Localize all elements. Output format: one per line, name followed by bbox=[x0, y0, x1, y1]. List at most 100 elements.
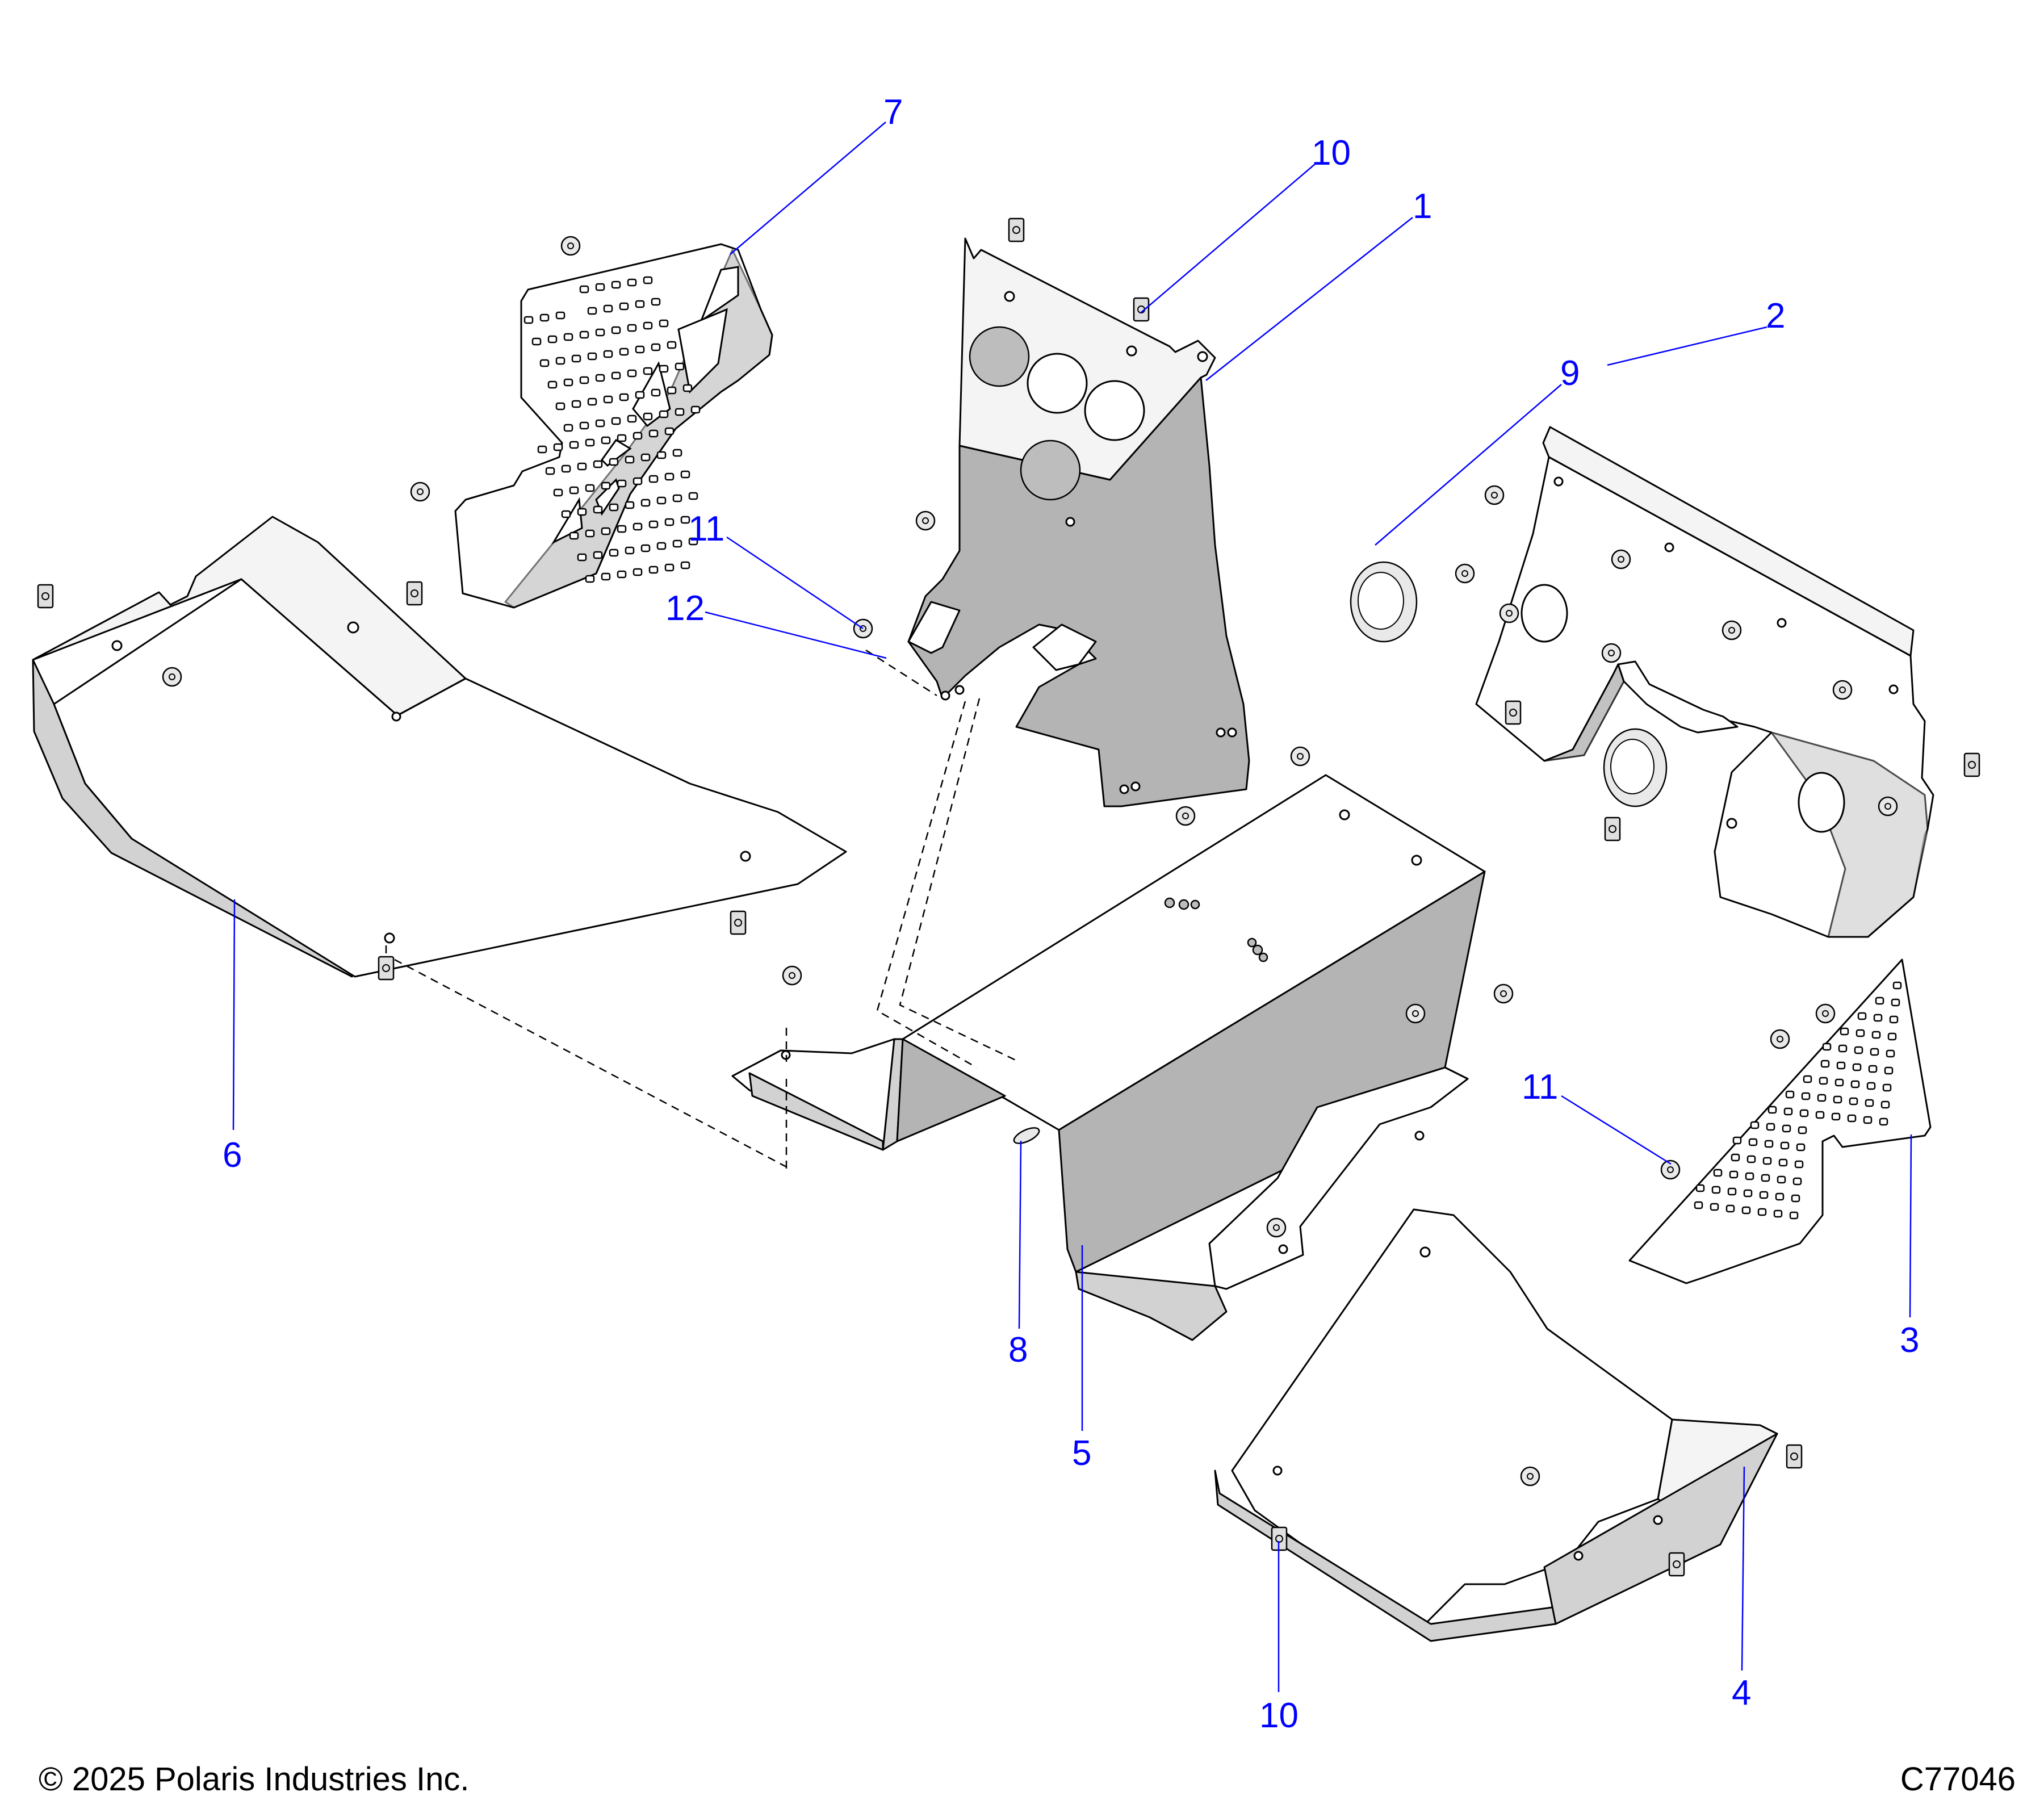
screw-icon bbox=[1770, 1029, 1790, 1049]
perforation bbox=[563, 333, 573, 341]
perforation bbox=[561, 510, 571, 518]
perforation bbox=[1886, 1049, 1895, 1058]
part-center-console-panel[interactable] bbox=[731, 774, 1486, 1341]
perforation bbox=[633, 522, 643, 531]
perforation bbox=[1767, 1106, 1777, 1114]
screw-icon bbox=[1175, 806, 1196, 826]
perforation bbox=[579, 330, 589, 339]
part-grommet[interactable] bbox=[1350, 561, 1668, 807]
torx-recess-icon bbox=[567, 242, 574, 249]
callout-10-bottom[interactable]: 10 bbox=[1259, 1696, 1299, 1735]
callout-9[interactable]: 9 bbox=[1560, 354, 1580, 393]
cutout bbox=[601, 439, 632, 467]
perforation bbox=[1815, 1111, 1825, 1119]
perforation bbox=[635, 345, 645, 354]
perforation bbox=[609, 549, 619, 557]
callout-6[interactable]: 6 bbox=[223, 1136, 242, 1175]
screw-icon bbox=[1601, 643, 1622, 663]
perforation bbox=[1892, 981, 1902, 990]
perforation bbox=[1865, 1099, 1874, 1107]
hole bbox=[1126, 345, 1137, 357]
perforation bbox=[690, 405, 701, 414]
torx-recess-icon bbox=[860, 625, 866, 632]
perforation bbox=[672, 449, 682, 457]
callout-12[interactable]: 12 bbox=[665, 589, 705, 628]
perforation bbox=[667, 341, 677, 349]
perforation bbox=[659, 365, 669, 373]
perforation bbox=[1783, 1107, 1793, 1116]
perforation bbox=[1831, 1112, 1841, 1121]
callout-10-top[interactable]: 10 bbox=[1312, 133, 1351, 173]
panel-4-side-flange bbox=[1543, 1433, 1778, 1625]
perforation bbox=[1732, 1136, 1742, 1145]
perforation bbox=[672, 539, 682, 548]
part-right-dash-panel[interactable] bbox=[1475, 426, 1934, 938]
perforation bbox=[1847, 1114, 1857, 1123]
perforation bbox=[1761, 1174, 1770, 1182]
callout-11-lower[interactable]: 11 bbox=[1522, 1067, 1558, 1107]
perforation bbox=[601, 436, 611, 445]
leader-2 bbox=[1607, 326, 1767, 366]
callout-4[interactable]: 4 bbox=[1732, 1673, 1751, 1713]
torx-recess-icon bbox=[1822, 1010, 1829, 1017]
perforation bbox=[1764, 1140, 1774, 1148]
perforation bbox=[635, 300, 645, 308]
perforation bbox=[553, 488, 563, 497]
screw-icon bbox=[1455, 563, 1475, 584]
hole bbox=[1272, 1466, 1283, 1476]
perforation bbox=[648, 429, 659, 438]
cutout bbox=[699, 266, 739, 324]
clip-hole bbox=[734, 919, 742, 927]
panel-6-floor bbox=[53, 578, 847, 978]
callout-1[interactable]: 1 bbox=[1413, 187, 1432, 226]
part-center-gauge-panel[interactable] bbox=[907, 237, 1250, 807]
gauge-hole bbox=[1027, 353, 1088, 414]
perforation bbox=[680, 516, 690, 524]
perforation bbox=[1782, 1124, 1791, 1133]
hole bbox=[1888, 684, 1899, 694]
clip-nut-icon bbox=[1786, 1444, 1803, 1469]
part-right-footwell-panel[interactable] bbox=[1214, 1208, 1778, 1642]
clip-hole bbox=[1968, 761, 1976, 769]
callout-7[interactable]: 7 bbox=[883, 93, 903, 132]
clip-hole bbox=[1509, 709, 1517, 717]
perforation bbox=[619, 348, 629, 356]
torx-recess-icon bbox=[1728, 627, 1735, 634]
callout-11-upper[interactable]: 11 bbox=[688, 509, 724, 549]
perforation bbox=[648, 475, 659, 483]
perforation bbox=[577, 553, 587, 562]
perforation bbox=[545, 467, 555, 475]
perforation bbox=[627, 324, 637, 332]
hole bbox=[1258, 952, 1268, 962]
callout-3[interactable]: 3 bbox=[1900, 1321, 1919, 1360]
callout-5[interactable]: 5 bbox=[1072, 1434, 1091, 1473]
perforation bbox=[625, 546, 635, 555]
hole bbox=[1419, 1246, 1431, 1258]
panel-1-tab-right bbox=[1032, 623, 1097, 671]
panel-5-left-fold bbox=[896, 1038, 1006, 1142]
torx-recess-icon bbox=[1777, 1036, 1783, 1043]
callout-8[interactable]: 8 bbox=[1008, 1330, 1028, 1370]
perforation bbox=[585, 529, 595, 538]
hole bbox=[1553, 476, 1564, 487]
torx-recess-icon bbox=[1608, 650, 1615, 656]
part-left-footwell-panel[interactable] bbox=[32, 516, 847, 978]
gauge-hole bbox=[1798, 772, 1845, 833]
perforation bbox=[1725, 1204, 1735, 1213]
hole bbox=[1411, 855, 1422, 866]
perforation bbox=[1801, 1092, 1811, 1100]
hole bbox=[1190, 899, 1200, 910]
clip-nut-icon bbox=[1008, 217, 1025, 242]
perforation bbox=[1840, 1027, 1849, 1036]
perforation bbox=[1799, 1109, 1809, 1117]
panel-5-left-tab bbox=[731, 1038, 895, 1151]
drawing-code: C77046 bbox=[1900, 1761, 2016, 1798]
hole bbox=[1278, 1244, 1288, 1254]
callout-2[interactable]: 2 bbox=[1766, 296, 1785, 336]
perforation bbox=[680, 470, 690, 479]
perforation bbox=[1731, 1153, 1740, 1162]
perforation bbox=[553, 443, 563, 451]
hole bbox=[1164, 897, 1175, 909]
part-perforated-panel-right[interactable] bbox=[1628, 958, 1932, 1284]
part-perforated-panel-left[interactable] bbox=[454, 243, 773, 609]
